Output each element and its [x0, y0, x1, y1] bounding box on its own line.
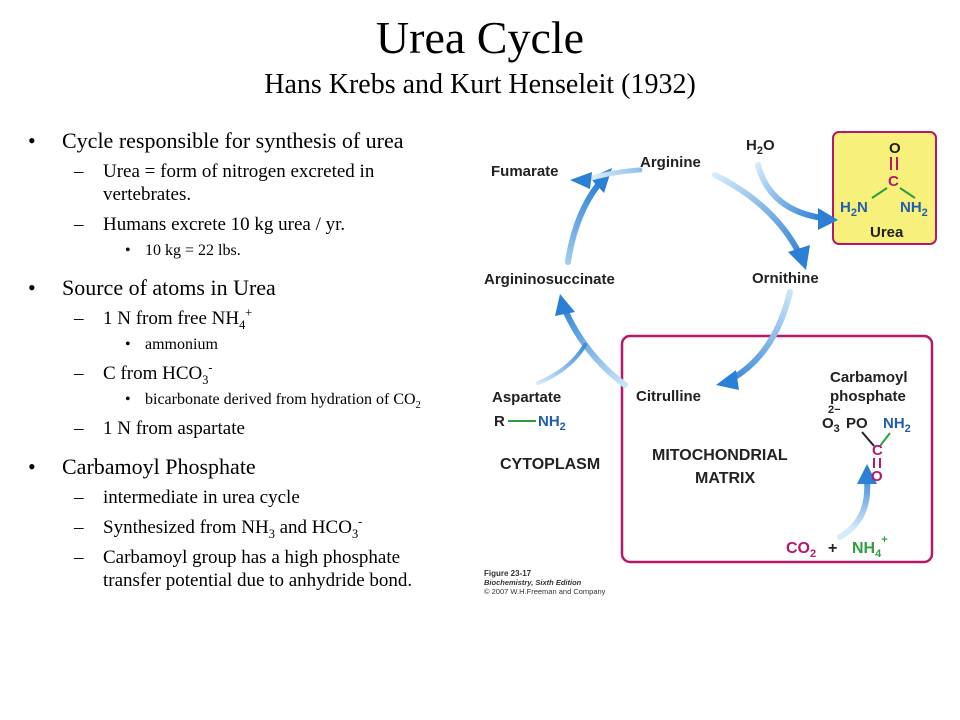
urea-box: [832, 131, 937, 245]
urea-c: C: [888, 173, 899, 190]
arrow-argininosuccinate-to-arginine: [565, 182, 601, 265]
slide-title: Urea Cycle: [375, 12, 585, 63]
arrow-aspartate-in: [536, 343, 587, 385]
arrowhead-argininosuccinate: [555, 294, 575, 316]
co2-label: CO2: [786, 540, 816, 560]
figure-caption-3: © 2007 W.H.Freeman and Company: [484, 587, 606, 596]
arrowhead-urea: [818, 208, 838, 230]
cp-c: C: [872, 442, 883, 459]
arrowhead-ornithine: [788, 245, 810, 270]
aspartate-r: R: [494, 413, 505, 430]
arrow-h2o-to-urea: [755, 162, 825, 221]
arrow-ornithine-to-citrulline: [727, 289, 793, 383]
bullet-cycle: Cycle responsible for synthesis of urea: [28, 128, 458, 153]
fumarate-label: Fumarate: [491, 163, 559, 180]
urea-h2n: H2N: [840, 199, 868, 219]
urea-o: O: [889, 140, 901, 157]
urea-bond-right: [899, 187, 916, 199]
bullet-carbamoyl-phosphate: Carbamoyl Phosphate: [28, 454, 458, 479]
carbamoyl-label-line1: Carbamoyl: [830, 369, 908, 386]
plus-sign: +: [828, 540, 837, 557]
subsubbullet-lbs: •10 kg = 22 lbs.: [125, 242, 241, 259]
bullet-source-atoms: Source of atoms in Urea: [28, 275, 458, 300]
urea-cycle-diagram: Fumarate Arginine H2O Ornithine Arginino…: [484, 131, 937, 596]
h2o-label: H2O: [746, 137, 775, 157]
subbullet-n-aspartate: –1 N from aspartate: [74, 418, 245, 439]
cp-o3: O3: [822, 415, 840, 435]
arrow-arginine-to-ornithine: [712, 172, 803, 258]
aspartate-label: Aspartate: [492, 389, 561, 406]
cp-bond-c-n: [879, 432, 891, 447]
subbullet-synthesized: –Synthesized from NH3 and HCO3-: [74, 514, 363, 541]
subsubbullet-bicarbonate-hydration: •bicarbonate derived from hydration of C…: [125, 391, 421, 412]
ornithine-label: Ornithine: [752, 270, 819, 287]
subsubbullet-ammonium: •ammonium: [125, 336, 218, 353]
cytoplasm-label: CYTOPLASM: [500, 456, 600, 473]
figure-caption-2: Biochemistry, Sixth Edition: [484, 578, 582, 587]
mito-label-line1: MITOCHONDRIAL: [652, 447, 788, 464]
arrow-arginine-to-fumarate: [582, 167, 643, 183]
arrow-co2-to-carbamoyl: [837, 477, 871, 540]
cp-nh2: NH2: [883, 415, 911, 435]
cp-po: PO: [846, 415, 868, 432]
arginine-label: Arginine: [640, 154, 701, 171]
arrow-citrulline-to-argininosuccinate: [562, 307, 628, 388]
urea-bond-left: [871, 187, 888, 199]
nh4-label: NH4+: [852, 534, 888, 560]
subbullet-urea-form: –Urea = form of nitrogen excreted in ver…: [74, 161, 375, 205]
slide-subtitle: Hans Krebs and Kurt Henseleit (1932): [264, 69, 696, 100]
subbullet-humans-excrete: –Humans excrete 10 kg urea / yr.: [74, 214, 346, 235]
argininosuccinate-label: Argininosuccinate: [484, 271, 615, 288]
figure-caption-1: Figure 23-17: [484, 569, 532, 578]
arrowhead-citrulline: [716, 370, 739, 390]
cp-bond-po-c: [861, 431, 875, 447]
aspartate-nh2: NH2: [538, 413, 566, 433]
bullet-list: Cycle responsible for synthesis of urea …: [28, 118, 458, 592]
urea-label: Urea: [870, 224, 904, 241]
arrowhead-carbamoyl: [857, 464, 877, 484]
cp-o: O: [871, 468, 883, 485]
mitochondrial-matrix-box: [620, 334, 934, 564]
subbullet-n-ammonia: –1 N from free NH4+: [74, 305, 253, 332]
mito-label-line2: MATRIX: [695, 470, 755, 487]
subbullet-transfer-potential: –Carbamoyl group has a high phosphate tr…: [74, 547, 413, 591]
citrulline-label: Citrulline: [636, 388, 701, 405]
arrowhead-fumarate: [570, 172, 592, 189]
subbullet-c-bicarbonate: –C from HCO3-: [74, 360, 213, 387]
cp-charge: 2−: [828, 404, 841, 416]
subbullet-intermediate: –intermediate in urea cycle: [74, 487, 300, 508]
urea-nh2: NH2: [900, 199, 928, 219]
carbamoyl-label-line2: phosphate: [830, 388, 906, 405]
